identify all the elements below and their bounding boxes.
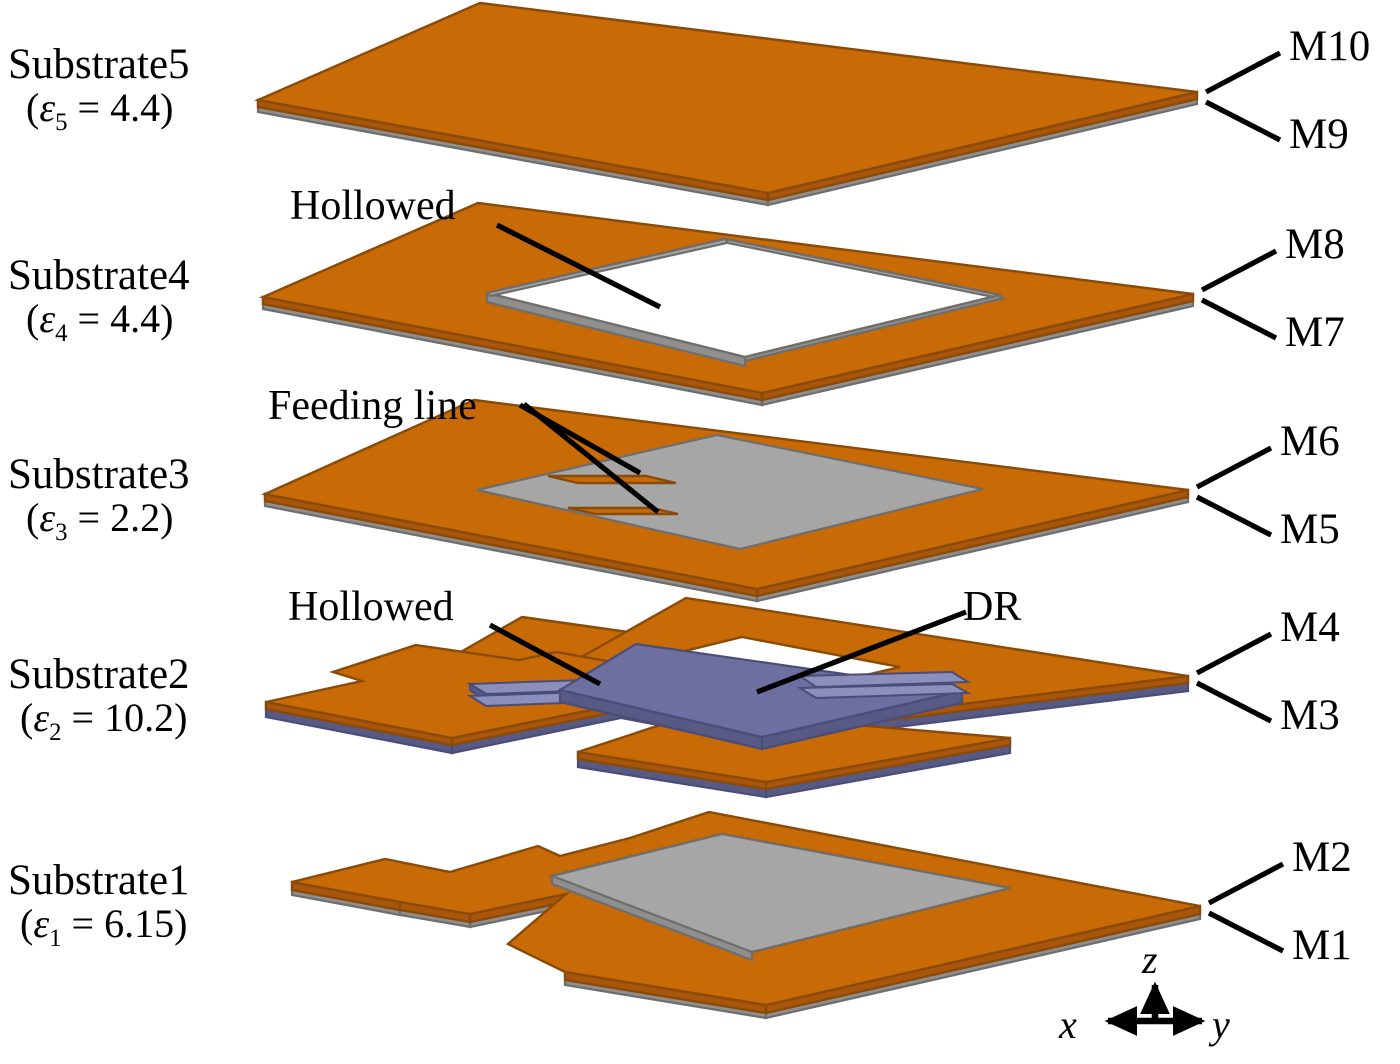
substrate5-permittivity: (ε5 = 4.4) — [26, 85, 174, 137]
metal-label-m6: M6 — [1280, 418, 1340, 465]
substrate3-label-group: Substrate3 (ε3 = 2.2) — [8, 452, 190, 546]
substrate5-name: Substrate5 — [8, 41, 190, 88]
substrate5-label-group: Substrate5 (ε5 = 4.4) — [8, 42, 190, 136]
annotation-feeding-line: Feeding line — [268, 383, 477, 429]
substrate2-permittivity: (ε2 = 10.2) — [20, 695, 188, 747]
substrate2-left-wing — [265, 643, 643, 740]
substrate3-stack — [261, 398, 1190, 603]
leader-m9 — [1204, 99, 1282, 143]
substrate4-label-group: Substrate4 (ε4 = 4.4) — [8, 253, 190, 347]
metal-label-m3: M3 — [1280, 692, 1340, 739]
substrate4-eps-value: 4.4 — [110, 296, 161, 342]
leader-m7 — [1200, 297, 1278, 341]
leader-m1 — [1207, 910, 1285, 954]
substrate1-label-group: Substrate1 (ε1 = 6.15) — [8, 858, 190, 952]
annotation-dr: DR — [963, 584, 1022, 630]
substrate3-eps-value: 2.2 — [110, 495, 161, 541]
substrate2-label-group: Substrate2 (ε2 = 10.2) — [8, 652, 190, 746]
substrate4-name: Substrate4 — [8, 252, 190, 299]
substrate5-eps-value: 4.4 — [110, 85, 161, 131]
leader-m8 — [1200, 248, 1278, 293]
substrate1-stack — [290, 810, 1202, 1020]
metal-label-m8: M8 — [1285, 221, 1345, 268]
leader-m2 — [1207, 861, 1285, 906]
metal-label-m7: M7 — [1285, 309, 1345, 356]
metal-label-m2: M2 — [1292, 834, 1352, 881]
leader-m3 — [1195, 680, 1273, 724]
annotation-hollowed-substrate2: Hollowed — [288, 584, 454, 630]
leader-m6 — [1195, 445, 1273, 490]
leader-m10 — [1204, 50, 1282, 95]
substrate4-permittivity: (ε4 = 4.4) — [26, 296, 174, 348]
substrate5-top-metal-m10 — [253, 1, 1198, 195]
metal-label-m1: M1 — [1292, 922, 1352, 969]
leader-m5 — [1195, 494, 1273, 538]
metal-label-m9: M9 — [1289, 111, 1349, 158]
substrate4-stack — [258, 201, 1195, 407]
substrate1-eps-value: 6.15 — [104, 901, 175, 947]
substrate5-stack — [253, 1, 1199, 207]
metal-label-m4: M4 — [1280, 604, 1340, 651]
leader-hollowed-sub2 — [488, 622, 602, 687]
substrate2-stack — [264, 596, 1190, 799]
substrate3-permittivity: (ε3 = 2.2) — [26, 495, 174, 547]
leader-m4 — [1195, 631, 1273, 676]
metal-label-m5: M5 — [1280, 506, 1340, 553]
substrate1-permittivity: (ε1 = 6.15) — [20, 901, 188, 953]
coordinate-axes — [1104, 981, 1206, 1036]
feeding-strip-lower — [567, 506, 679, 516]
axis-label-z: z — [1142, 937, 1158, 982]
substrate2-eps-value: 10.2 — [104, 695, 175, 741]
metal-label-m10: M10 — [1289, 23, 1371, 70]
substrate3-name: Substrate3 — [8, 451, 190, 498]
m-label-leaders — [1195, 50, 1285, 954]
annotation-hollowed-substrate4: Hollowed — [290, 183, 456, 229]
substrate3-aperture — [476, 433, 984, 551]
substrate1-name: Substrate1 — [8, 857, 190, 904]
substrate4-top-metal-m8 — [258, 201, 1194, 395]
leader-dr — [756, 609, 967, 695]
leader-hollowed-sub4 — [495, 222, 662, 310]
axis-label-y: y — [1212, 1002, 1230, 1047]
axis-label-x: x — [1059, 1002, 1077, 1047]
leader-feeding-lower — [522, 401, 660, 515]
substrate2-name: Substrate2 — [8, 651, 190, 698]
